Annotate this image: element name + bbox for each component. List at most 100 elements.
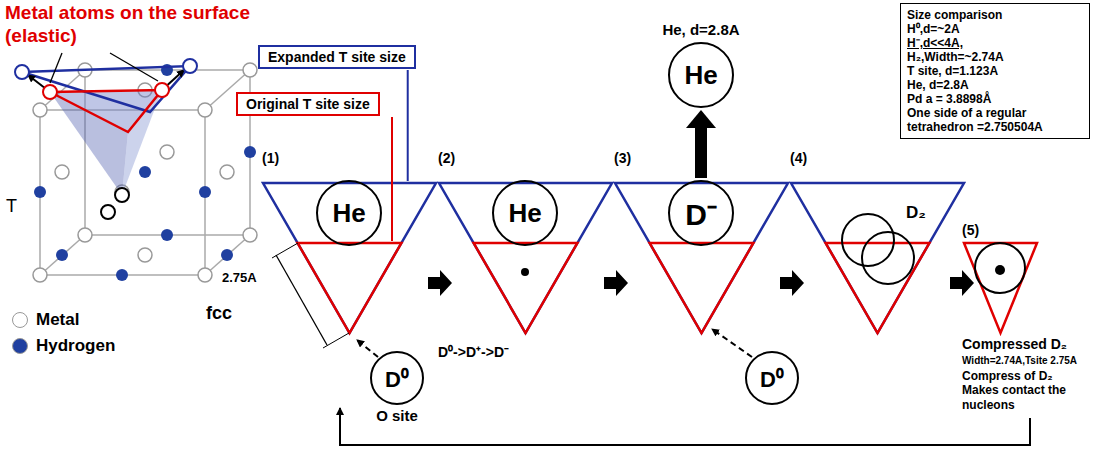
drawn-shape	[43, 85, 57, 99]
stage-details	[272, 214, 1030, 445]
original-size-box: Original T site size	[236, 92, 380, 116]
drawn-shape	[160, 145, 174, 159]
drawn-shape	[199, 186, 211, 198]
step-arrow	[780, 270, 804, 296]
metal-atoms	[33, 63, 257, 282]
arrow-head	[686, 110, 716, 128]
drawn-shape	[101, 205, 115, 219]
drawn-shape	[198, 103, 212, 117]
step-arrow	[428, 270, 452, 296]
helium-atom: He	[492, 180, 558, 246]
drawn-shape	[205, 235, 250, 275]
drawn-shape	[116, 269, 128, 281]
callout-number: (4)	[790, 150, 807, 166]
callout-number: (2)	[438, 150, 455, 166]
legend-row: Hydrogen	[12, 336, 115, 356]
drawn-shape	[221, 249, 233, 261]
expanded-size-box: Expanded T site size	[258, 45, 416, 69]
drawn-shape	[975, 243, 1025, 293]
fcc-cube	[40, 70, 250, 275]
drawn-shape	[40, 235, 85, 275]
callout-number: (3)	[614, 150, 631, 166]
callout-number: (5)	[962, 222, 979, 238]
drawn-shape	[340, 408, 1030, 445]
t-site-triangles	[263, 183, 1037, 333]
drawn-shape	[55, 165, 69, 179]
drawn-shape	[78, 228, 92, 242]
drawn-shape	[276, 255, 327, 345]
atom-caption: O site	[376, 407, 418, 424]
drawn-shape	[115, 188, 129, 202]
drawn-shape	[244, 146, 256, 158]
atom-symbol: D⁰	[385, 363, 409, 393]
atom-symbol: D⁰	[760, 363, 784, 393]
box-label: Original T site size	[246, 96, 370, 112]
drawn-shape	[50, 92, 128, 195]
drawn-shape	[22, 66, 190, 112]
legend-swatch	[12, 338, 28, 354]
hydrogen-atoms	[34, 64, 256, 281]
drawn-shape	[357, 340, 378, 357]
size-entry: T site, d=1.123A	[907, 64, 1083, 78]
legend-label: Metal	[36, 310, 79, 330]
reaction-note: D⁰->D⁺->D⁻	[438, 342, 509, 361]
box-label: Expanded T site size	[268, 49, 406, 65]
contact-note: Compress of D₂ Makes contact the nucleon…	[962, 369, 1092, 412]
molecule-label: D₂	[906, 203, 926, 223]
tetrahedron	[15, 53, 197, 219]
drawn-shape	[183, 59, 197, 73]
helium-atom: He, d=2.8AHe	[668, 42, 734, 108]
drawn-shape	[33, 103, 47, 117]
drawn-shape	[139, 166, 151, 178]
drawn-shape	[862, 232, 914, 284]
drawn-shape	[995, 265, 1005, 275]
leader-line	[407, 70, 409, 181]
size-entry: Pd a = 3.8898Å	[907, 92, 1083, 106]
deuteride-ion: D⁻	[668, 180, 734, 246]
drawn-shape	[33, 268, 47, 282]
drawn-shape	[220, 165, 234, 179]
note-column: Compressed D₂ Width=2.74A,Tsite 2.75A Comp…	[962, 336, 1092, 414]
expanded-t-site	[263, 183, 436, 333]
site-letter: T	[6, 196, 17, 217]
original-t-site	[964, 243, 1037, 333]
drawn-shape	[198, 268, 212, 282]
width-note: Width=2.74A,Tsite 2.75A	[962, 355, 1092, 367]
callout-number: (1)	[262, 150, 279, 166]
leader-lines	[392, 70, 408, 241]
drawn-shape	[161, 229, 173, 241]
drawn-shape	[712, 329, 752, 357]
expanded-t-site	[615, 183, 788, 333]
expanded-t-site	[439, 183, 612, 333]
atom-symbol: He	[332, 198, 365, 229]
lattice-type: fcc	[206, 303, 232, 324]
drawn-shape	[243, 63, 257, 77]
deuterium-atom: D⁰O site	[370, 351, 424, 405]
atom-symbol: He	[508, 198, 541, 229]
drawn-shape	[323, 333, 349, 348]
compressed-note: Compressed D₂	[962, 336, 1092, 353]
expanded-t-site	[791, 183, 964, 333]
atom-symbol: He	[684, 60, 717, 91]
drawn-shape	[272, 243, 298, 258]
surface-title: Metal atoms on the surface (elastic)	[5, 2, 295, 48]
legend-row: Metal	[12, 310, 79, 330]
size-entry: H⁰,d=~2A	[907, 22, 1083, 36]
step-arrow	[604, 270, 628, 296]
original-t-site	[474, 243, 578, 333]
size-entry: He, d=2.8A	[907, 78, 1083, 92]
drawn-shape	[521, 268, 529, 276]
size-entry: H⁻,d<<4A,	[907, 36, 1083, 50]
drawn-shape	[56, 249, 68, 261]
size-comparison-box: Size comparisonH⁰,d=~2AH⁻,d<<4A,H₂,Width…	[900, 3, 1090, 139]
legend-swatch	[12, 312, 28, 328]
drawn-shape	[155, 83, 169, 97]
arrow-shaft	[695, 128, 707, 178]
size-entry: One side of a regular tetrahedron =2.750…	[907, 106, 1083, 134]
size-entry: Size comparison	[907, 8, 1083, 22]
atom-symbol: D⁻	[685, 193, 717, 234]
helium-atom: He	[316, 180, 382, 246]
size-entry: H₂,Width=~2.74A	[907, 50, 1083, 64]
drawn-shape	[34, 186, 46, 198]
